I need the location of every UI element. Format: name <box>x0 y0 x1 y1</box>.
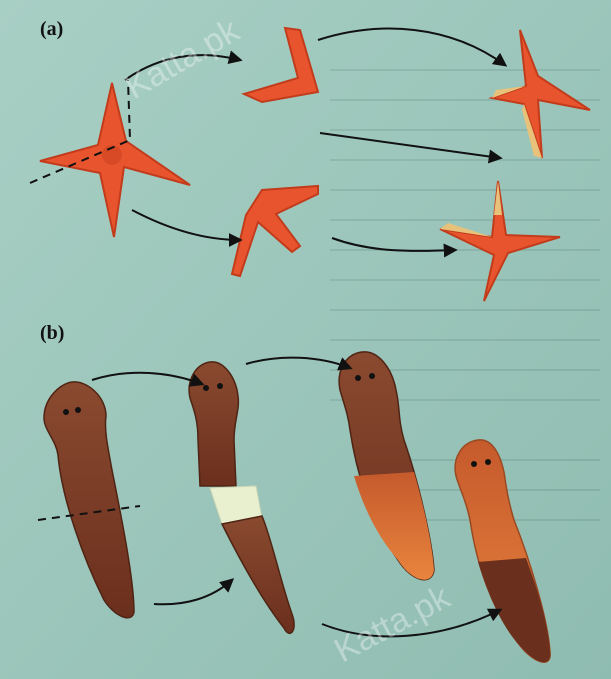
panel-a-label: (a) <box>40 18 63 41</box>
panel-b-label: (b) <box>40 322 64 345</box>
